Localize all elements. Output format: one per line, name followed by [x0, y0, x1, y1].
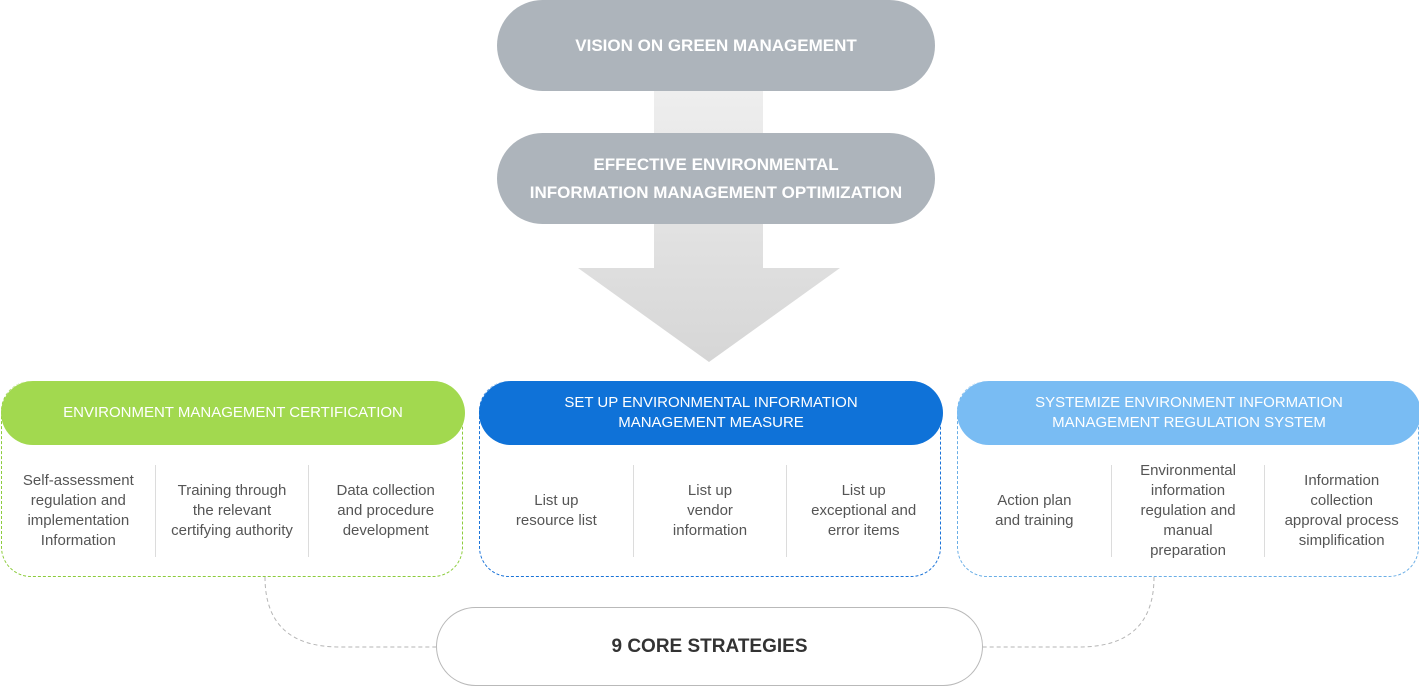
strategy-item-line: List up — [687, 482, 733, 499]
group-header: ENVIRONMENT MANAGEMENT CERTIFICATION — [1, 381, 465, 445]
strategy-items: Self-assessment regulation and implement… — [2, 465, 462, 557]
vision-label: VISION ON GREEN MANAGEMENT — [575, 35, 857, 55]
strategy-item: Data collection and procedure developmen… — [308, 465, 462, 557]
core-strategies-label: 9 CORE STRATEGIES — [611, 635, 808, 657]
strategy-item-line: development — [342, 522, 429, 539]
core-strategies-pill: 9 CORE STRATEGIES — [436, 607, 983, 686]
strategy-item-line: Information — [1304, 472, 1380, 489]
connector-left — [264, 576, 436, 648]
strategy-item-line: List up — [841, 482, 886, 499]
strategy-item-line: simplification — [1298, 532, 1385, 549]
strategy-item: List up vendor information — [632, 465, 787, 557]
strategy-item: Action plan and training — [958, 465, 1111, 557]
strategy-item-line: approval process — [1284, 512, 1399, 529]
strategy-item: Training through the relevant certifying… — [154, 465, 309, 557]
strategy-item: Information collection approval process … — [1264, 465, 1418, 557]
strategy-item-line: regulation and — [30, 492, 126, 509]
group-header-line: MANAGEMENT MEASURE — [618, 414, 804, 431]
strategy-item-line: exceptional and — [811, 502, 917, 519]
strategy-item-line: Data collection — [336, 482, 435, 499]
group-header-line: MANAGEMENT REGULATION SYSTEM — [1052, 414, 1326, 431]
strategy-group-measure: SET UP ENVIRONMENTAL INFORMATION MANAGEM… — [479, 381, 943, 577]
strategy-item-line: information — [1150, 482, 1226, 499]
strategy-items: List up resource list List up vendor inf… — [480, 465, 940, 557]
strategy-item-line: Self-assessment — [22, 472, 134, 489]
strategy-item-line: Information — [40, 532, 116, 549]
strategy-item-line: resource list — [515, 512, 597, 529]
optimization-label-line: EFFECTIVE ENVIRONMENTAL — [593, 154, 839, 174]
strategy-group-regulation: SYSTEMIZE ENVIRONMENT INFORMATION MANAGE… — [957, 381, 1419, 577]
strategy-item-line: collection — [1310, 492, 1373, 509]
vision-pill: VISION ON GREEN MANAGEMENT — [497, 0, 935, 91]
strategy-item-line: manual — [1163, 522, 1213, 539]
strategy-item-line: Training through — [177, 482, 287, 499]
strategy-item: Self-assessment regulation and implement… — [2, 465, 155, 557]
strategy-item-line: preparation — [1150, 542, 1226, 559]
strategy-item-line: error items — [827, 522, 900, 539]
strategy-item-line: vendor — [687, 502, 733, 519]
strategy-item-line: certifying authority — [171, 522, 293, 539]
strategy-item-line: List up — [534, 492, 579, 509]
strategy-item-line: implementation — [27, 512, 130, 529]
strategy-items: Action plan and training Environmental i… — [958, 462, 1418, 559]
strategy-item-line: and training — [995, 512, 1074, 529]
strategy-item-line: information — [672, 522, 748, 539]
group-header: SYSTEMIZE ENVIRONMENT INFORMATION MANAGE… — [957, 381, 1419, 445]
strategy-item-line: Environmental — [1140, 462, 1236, 479]
optimization-label-line: INFORMATION MANAGEMENT OPTIMIZATION — [529, 182, 903, 202]
strategy-item: List up resource list — [480, 465, 633, 557]
group-header-line: SYSTEMIZE ENVIRONMENT INFORMATION — [1035, 394, 1343, 411]
optimization-pill: EFFECTIVE ENVIRONMENTAL INFORMATION MANA… — [497, 133, 935, 224]
strategy-item: Environmental information regulation and… — [1110, 462, 1265, 559]
strategy-item-line: the relevant — [192, 502, 272, 519]
strategy-item-line: and procedure — [337, 502, 435, 519]
group-header: SET UP ENVIRONMENTAL INFORMATION MANAGEM… — [479, 381, 943, 445]
group-header-line: SET UP ENVIRONMENTAL INFORMATION — [564, 394, 858, 411]
connector-right — [983, 576, 1155, 648]
strategy-item: List up exceptional and error items — [786, 465, 940, 557]
group-header-line: ENVIRONMENT MANAGEMENT CERTIFICATION — [63, 404, 403, 421]
strategy-item-line: regulation and — [1140, 502, 1236, 519]
strategy-group-certification: ENVIRONMENT MANAGEMENT CERTIFICATION Sel… — [1, 381, 465, 577]
strategy-item-line: Action plan — [997, 492, 1072, 509]
